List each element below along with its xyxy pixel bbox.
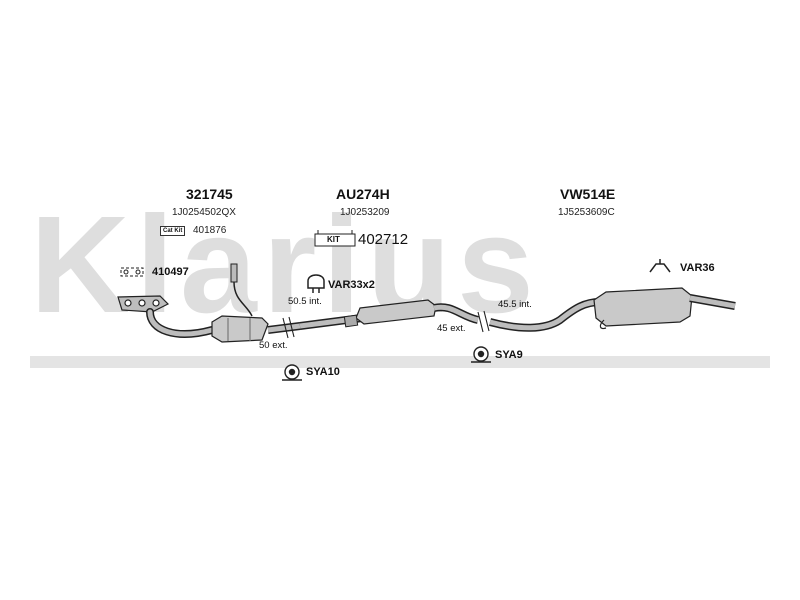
kit-part-number-3: VW514E [560, 186, 616, 202]
kit-oem-number-3: 1J5253609C [558, 207, 615, 218]
rear-joint-int-dimension: 45.5 int. [498, 299, 532, 310]
mid-mount-part-label: SYA9 [495, 349, 523, 361]
manifold [117, 295, 170, 313]
front-joint-int-dimension: 50.5 int. [288, 296, 322, 307]
clamp-part-label: VAR33x2 [328, 279, 375, 291]
gasket-part-label: 410497 [152, 266, 189, 278]
cat-kit-number: 401876 [193, 225, 227, 236]
rear-silencer [593, 287, 693, 330]
catalytic-converter [211, 315, 269, 343]
fitting-kit-badge: KIT [327, 235, 340, 244]
middle-silencer [355, 299, 437, 325]
rear-hanger-part-label: VAR36 [680, 262, 715, 274]
mount-icon-front [282, 364, 302, 381]
rubber-hanger-icon [649, 259, 671, 273]
kit-part-number-1: 321745 [186, 186, 233, 202]
front-joint-ext-dimension: 50 ext. [259, 340, 288, 351]
kit-part-number-2: AU274H [336, 186, 390, 202]
clamp-sleeve [343, 314, 359, 328]
front-mount-part-label: SYA10 [306, 366, 340, 378]
lambda-sensor [230, 263, 253, 317]
front-joint-marks [282, 316, 295, 339]
gasket-icon [120, 267, 144, 277]
mount-icon-mid [471, 346, 491, 363]
clamp-icon [307, 274, 325, 293]
rear-joint-marks [477, 310, 490, 333]
kit-oem-number-2: 1J0253209 [340, 207, 390, 218]
kit-oem-number-1: 1J0254502QX [172, 207, 236, 218]
rear-joint-ext-dimension: 45 ext. [437, 323, 466, 334]
cat-kit-badge: Cat Kit [160, 226, 186, 236]
fitting-kit-box-icon [314, 230, 356, 247]
fitting-kit-number: 402712 [358, 231, 409, 248]
baseline-band [30, 356, 770, 368]
